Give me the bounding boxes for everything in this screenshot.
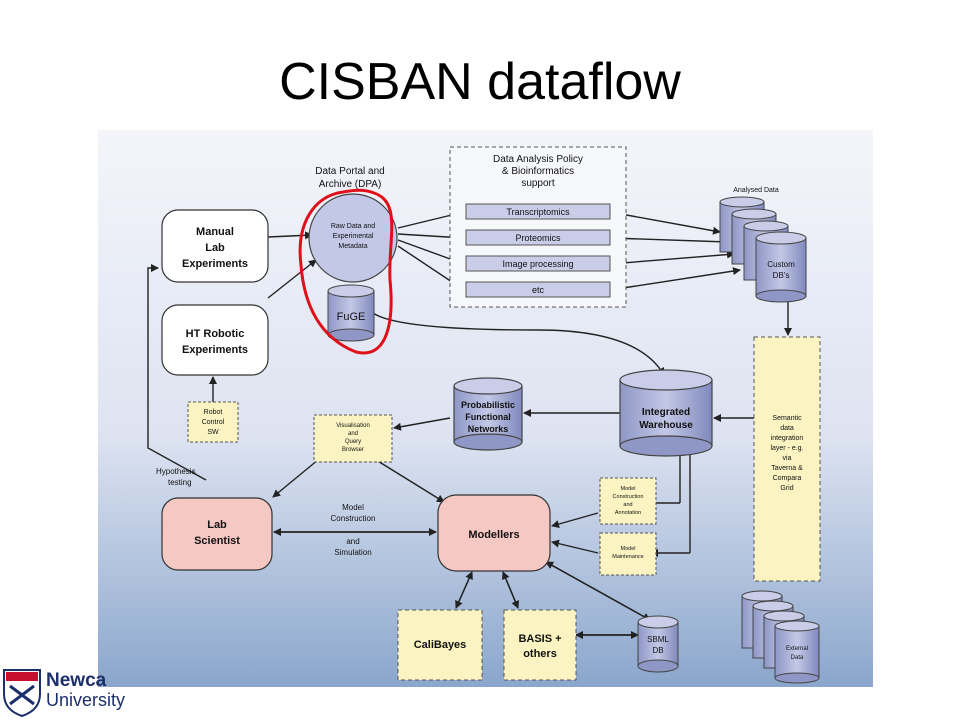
model-label-2: Construction	[331, 514, 376, 523]
mca-label-1: Model	[621, 486, 636, 492]
policy-label-2: & Bioinformatics	[502, 166, 574, 177]
vis-label-4: Browser	[342, 447, 364, 453]
transcriptomics-label: Transcriptomics	[506, 207, 570, 217]
semantic-label-8: Grid	[780, 485, 793, 492]
basis-label-1: BASIS +	[518, 633, 561, 645]
semantic-integration-layer-box	[753, 336, 821, 582]
warehouse-label-1: Integrated	[642, 407, 690, 418]
raw-data-label-1: Raw Data and	[331, 223, 375, 230]
semantic-label-2: data	[780, 425, 794, 432]
robot-label-2: Control	[202, 419, 225, 426]
ht-label-1: HT Robotic	[186, 328, 245, 340]
external-data-label-1: External	[786, 646, 808, 652]
lab-scientist-label-2: Scientist	[194, 535, 240, 547]
mca-label-3: and	[623, 502, 632, 508]
vis-label-3: Query	[345, 439, 361, 445]
warehouse-label-2: Warehouse	[639, 420, 693, 431]
custom-db-label-2: DB's	[773, 271, 790, 280]
manual-label-3: Experiments	[182, 258, 248, 270]
policy-label-3: support	[521, 178, 555, 189]
transcriptomics-box	[465, 203, 611, 220]
raw-data-node	[308, 193, 398, 283]
modellers-label: Modellers	[468, 529, 519, 541]
etc-label: etc	[532, 285, 545, 295]
slide-title: CISBAN dataflow	[279, 53, 681, 111]
mm-label-1: Model	[621, 546, 636, 552]
calibayes-label: CaliBayes	[414, 639, 467, 651]
lab-scientist-label-1: Lab	[207, 519, 227, 531]
sbml-database-icon	[637, 615, 679, 673]
policy-label-1: Data Analysis Policy	[493, 154, 583, 165]
probabilistic-networks-database-icon	[453, 377, 523, 451]
ht-label-2: Experiments	[182, 344, 248, 356]
manual-label-2: Lab	[205, 242, 225, 254]
pfn-label-2: Functional	[465, 412, 511, 422]
newcastle-university-logo: Newca University	[3, 669, 125, 718]
basis-box	[503, 609, 577, 681]
semantic-label-5: via	[783, 455, 792, 462]
analysed-data-label: Analysed Data	[733, 187, 779, 194]
external-data-label-2: Data	[791, 655, 804, 661]
logo-university-text: University	[46, 690, 125, 710]
highlight-circle	[298, 188, 394, 355]
semantic-label-4: layer - e.g.	[770, 445, 803, 452]
crest-cross-icon	[9, 684, 35, 706]
model-label-4: Simulation	[334, 548, 371, 557]
robot-label-1: Robot	[204, 409, 223, 416]
model-label-3: and	[346, 537, 359, 546]
vis-label-1: Visualisation	[336, 423, 370, 429]
crest-top-band-icon	[6, 672, 38, 681]
semantic-label-1: Semantic	[772, 415, 802, 422]
lab-scientist-box	[161, 497, 273, 571]
integrated-warehouse-database-icon	[619, 369, 713, 457]
proteomics-label: Proteomics	[515, 233, 561, 243]
manual-label-1: Manual	[196, 226, 234, 238]
connector-lines	[147, 209, 792, 639]
image-processing-box	[465, 255, 611, 272]
hypothesis-label-2: testing	[168, 478, 192, 487]
proteomics-box	[465, 229, 611, 246]
semantic-label-3: integration	[771, 435, 804, 442]
logo-newca-text: Newca	[46, 670, 107, 691]
semantic-label-6: Taverna &	[771, 465, 803, 472]
robot-control-sw-box	[187, 401, 239, 443]
mca-label-2: Construction	[613, 494, 644, 500]
analysed-data-database-stack-icon	[719, 196, 807, 303]
model-maintenance-box	[599, 532, 657, 576]
pfn-label-1: Probabilistic	[461, 400, 515, 410]
visualisation-query-browser-box	[313, 414, 393, 463]
mca-label-4: Annotation	[615, 510, 641, 516]
raw-data-label-3: Metadata	[338, 243, 367, 250]
image-processing-label: Image processing	[502, 259, 573, 269]
calibayes-box	[397, 609, 483, 681]
etc-box	[465, 281, 611, 298]
fuge-database-icon	[327, 284, 375, 342]
semantic-label-7: Compara	[773, 475, 802, 482]
model-label-1: Model	[342, 503, 364, 512]
dpa-label-2: Archive (DPA)	[319, 179, 382, 190]
model-construction-annotation-box	[599, 477, 657, 525]
robot-label-3: SW	[207, 429, 219, 436]
vis-label-2: and	[348, 431, 358, 437]
mm-label-2: Maintenance	[612, 554, 644, 560]
hypothesis-label-1: Hypothesis	[156, 467, 196, 476]
pfn-label-3: Networks	[468, 424, 509, 434]
modellers-box	[437, 494, 551, 572]
custom-db-label-1: Custom	[767, 260, 795, 269]
sbml-label-2: DB	[652, 646, 663, 655]
cisban-dataflow-diagram: Data Portal and Archive (DPA) Raw Data a…	[98, 130, 873, 687]
raw-data-label-2: Experimental	[333, 233, 374, 240]
basis-label-2: others	[523, 648, 557, 660]
dpa-label-1: Data Portal and	[315, 166, 385, 177]
ht-robotic-experiments-box	[161, 304, 269, 376]
external-data-database-stack-icon	[741, 590, 820, 684]
data-analysis-policy-box	[449, 146, 627, 308]
manual-lab-experiments-box	[161, 209, 269, 283]
fuge-label: FuGE	[337, 311, 366, 323]
crest-shield-icon	[3, 669, 41, 718]
sbml-label-1: SBML	[647, 635, 669, 644]
